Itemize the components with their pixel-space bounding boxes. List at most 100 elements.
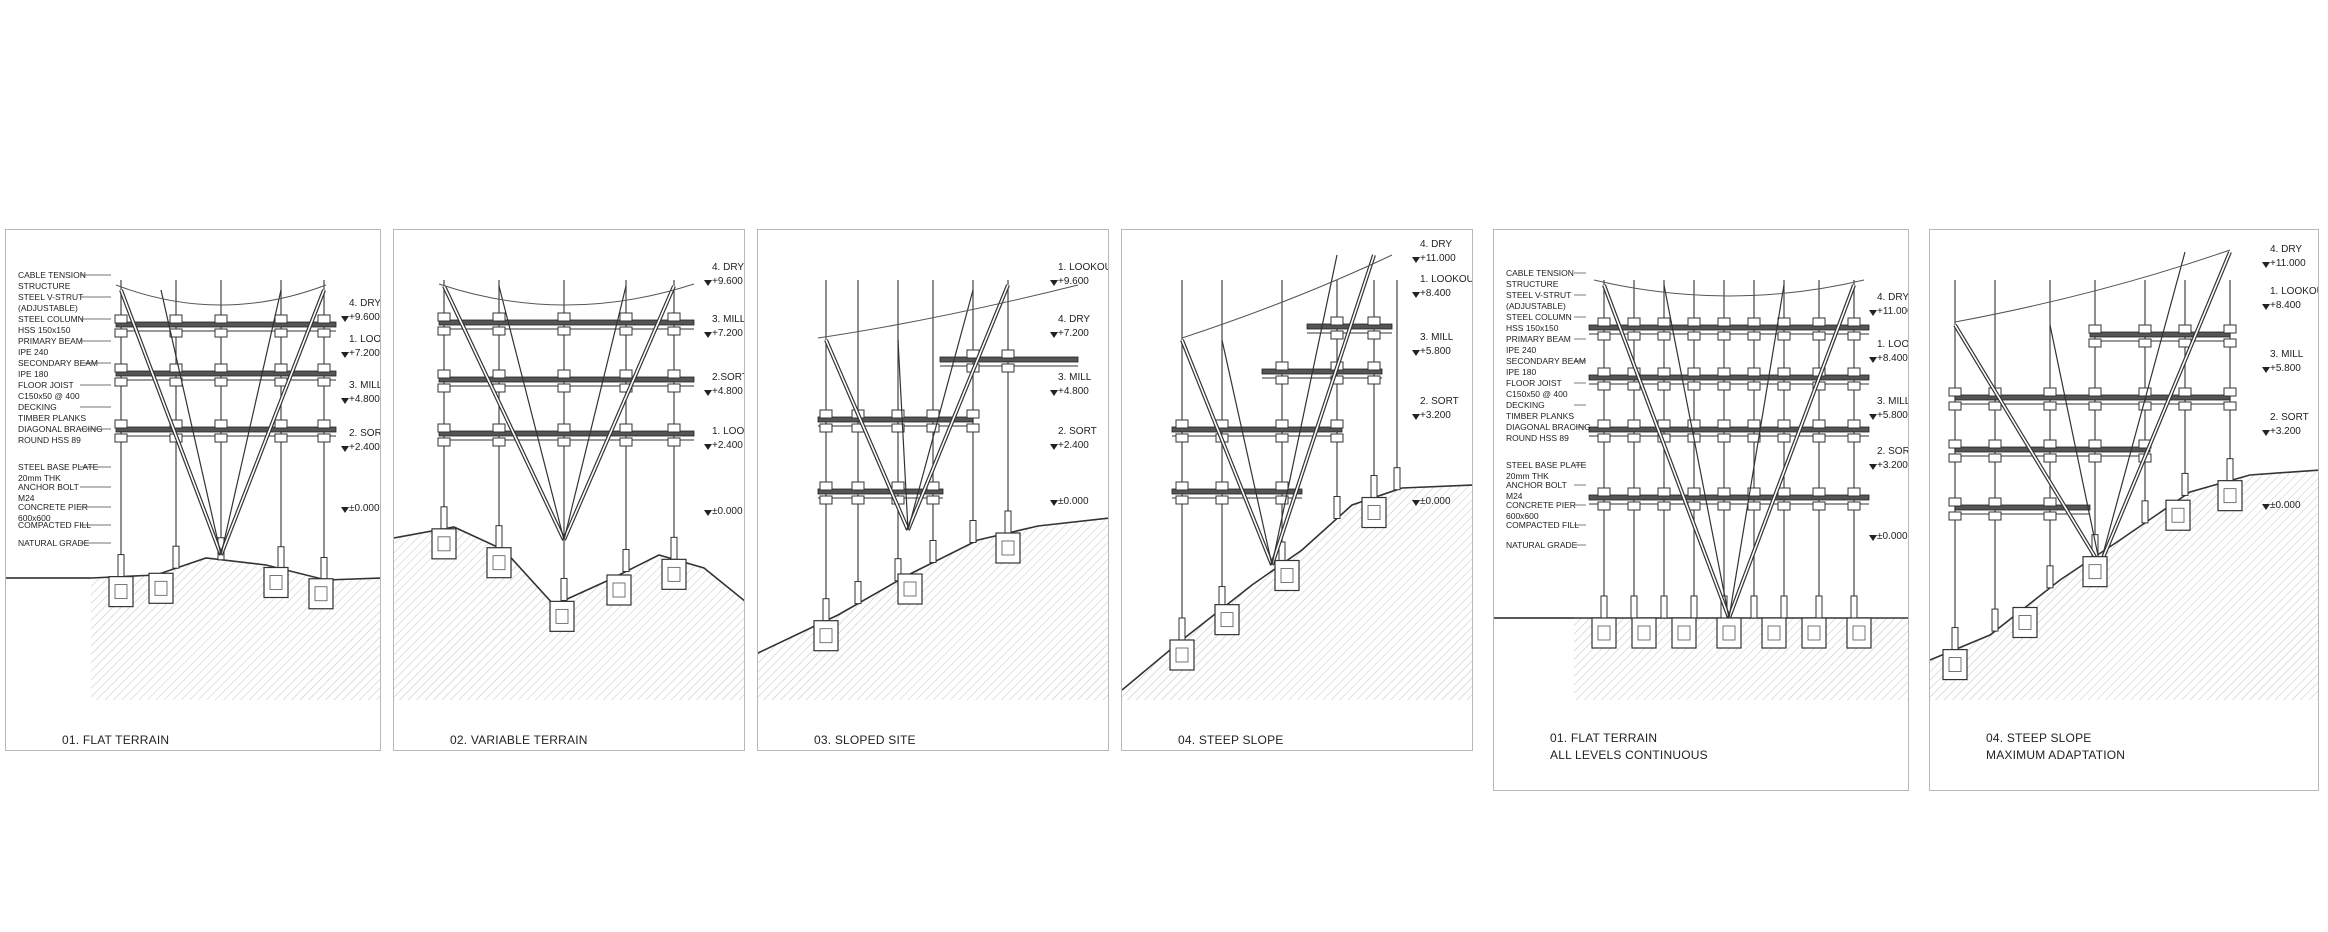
level-marker-icon	[341, 316, 349, 322]
steel-v-strut	[160, 289, 222, 556]
beam-connection	[926, 409, 940, 419]
legend-label: STEEL V-STRUT	[18, 292, 83, 302]
caption-title: 04. STEEP SLOPE	[1178, 733, 1284, 747]
anchor-bolt	[154, 580, 168, 596]
beam-connection	[1747, 501, 1761, 511]
beam-connection	[2088, 439, 2102, 449]
level-marker-icon	[1412, 257, 1420, 263]
level-name: 1. LOOKOUT	[712, 426, 745, 437]
beam-connection	[1988, 497, 2002, 507]
beam-connection	[114, 314, 128, 324]
steel-v-strut-core	[1271, 254, 1375, 566]
level-value: +4.800	[1058, 386, 1089, 397]
beam-connection	[214, 363, 228, 373]
beam-connection	[214, 433, 228, 443]
beam-connection	[1812, 331, 1826, 341]
steel-v-strut	[2099, 251, 2186, 566]
column-base-sleeve	[277, 546, 285, 570]
caption-subtitle: MAXIMUM ADAPTATION	[1986, 748, 2126, 762]
column-base-sleeve	[1178, 617, 1186, 641]
beam-connection	[1747, 331, 1761, 341]
beam-connection	[1948, 439, 1962, 449]
beam-connection	[274, 419, 288, 429]
legend-label: ANCHOR BOLT	[1506, 480, 1567, 490]
primary-beam	[1261, 368, 1383, 375]
level-value: +8.400	[1877, 353, 1908, 364]
level-name: 3. MILL	[349, 380, 381, 391]
concrete-pier	[2217, 480, 2243, 512]
legend-label: ANCHOR BOLT	[18, 482, 79, 492]
beam-connection	[2138, 324, 2152, 334]
level-marker-icon	[1869, 464, 1877, 470]
level-value: +4.800	[712, 386, 743, 397]
level-value: +7.200	[1058, 328, 1089, 339]
level-value: +3.200	[2270, 426, 2301, 437]
legend-label: SECONDARY BEAM	[18, 358, 98, 368]
beam-connection	[557, 423, 571, 433]
anchor-bolt	[1807, 625, 1821, 641]
level-name: 4. DRY	[1058, 314, 1090, 325]
column-base-sleeve	[1991, 608, 1999, 632]
beam-connection	[169, 377, 183, 387]
level-marker-icon	[1412, 350, 1420, 356]
level-name: 4. DRY	[1877, 292, 1909, 303]
beam-connection	[1597, 367, 1611, 377]
cable-tension-structure	[438, 283, 695, 306]
beam-connection	[214, 328, 228, 338]
concrete-pier	[2165, 499, 2191, 531]
steel-v-strut-core	[443, 285, 565, 541]
level-name: 2. SORT	[1877, 446, 1909, 457]
natural-grade-line	[1930, 469, 2318, 661]
anchor-bolt	[1280, 568, 1294, 583]
beam-connection	[2223, 324, 2237, 334]
legend-label: NATURAL GRADE	[18, 538, 90, 548]
column-base-sleeve	[622, 549, 630, 572]
primary-beam	[817, 488, 944, 495]
concrete-pier	[148, 572, 174, 604]
anchor-bolt	[2018, 615, 2032, 630]
compacted-fill-hatch	[1122, 485, 1472, 700]
column-base-sleeve	[1660, 595, 1668, 619]
legend-label: STEEL BASE PLATE	[1506, 460, 1587, 470]
beam-connection	[317, 314, 331, 324]
beam-connection	[1001, 363, 1015, 373]
beam-connection	[437, 383, 451, 393]
legend-label: HSS 150x150	[1506, 323, 1559, 333]
beam-connection	[1717, 433, 1731, 443]
beam-connection	[1330, 330, 1344, 340]
anchor-bolt	[2223, 488, 2237, 504]
column-base-sleeve	[495, 525, 503, 549]
beam-connection	[274, 314, 288, 324]
column-base-sleeve	[1393, 467, 1401, 491]
column-base-sleeve	[1370, 475, 1378, 499]
beam-connection	[1597, 487, 1611, 497]
beam-connection	[1847, 367, 1861, 377]
legend-label: SECONDARY BEAM	[1506, 356, 1586, 366]
cable-tension-structure	[1181, 254, 1393, 339]
beam-connection	[1367, 375, 1381, 385]
beam-connection	[2138, 338, 2152, 348]
beam-connection	[1275, 419, 1289, 429]
level-value: ±0.000	[1877, 531, 1908, 542]
beam-connection	[114, 363, 128, 373]
steel-v-strut	[220, 289, 282, 556]
beam-connection	[1777, 419, 1791, 429]
compacted-fill-hatch	[1930, 470, 2318, 700]
anchor-bolt	[1722, 625, 1736, 641]
steel-v-strut	[498, 285, 565, 541]
beam-connection	[1627, 433, 1641, 443]
beam-connection	[1367, 316, 1381, 326]
beam-connection	[114, 328, 128, 338]
legend-label: TIMBER PLANKS	[1506, 411, 1574, 421]
level-value: +2.400	[1058, 440, 1089, 451]
level-name: 2.SORT	[712, 372, 745, 383]
beam-connection	[317, 419, 331, 429]
column-base-sleeve	[1815, 595, 1823, 619]
beam-connection	[492, 423, 506, 433]
column-base-sleeve	[1750, 595, 1758, 619]
level-marker-icon	[1050, 332, 1058, 338]
beam-connection	[1657, 487, 1671, 497]
anchor-bolt	[314, 586, 328, 602]
